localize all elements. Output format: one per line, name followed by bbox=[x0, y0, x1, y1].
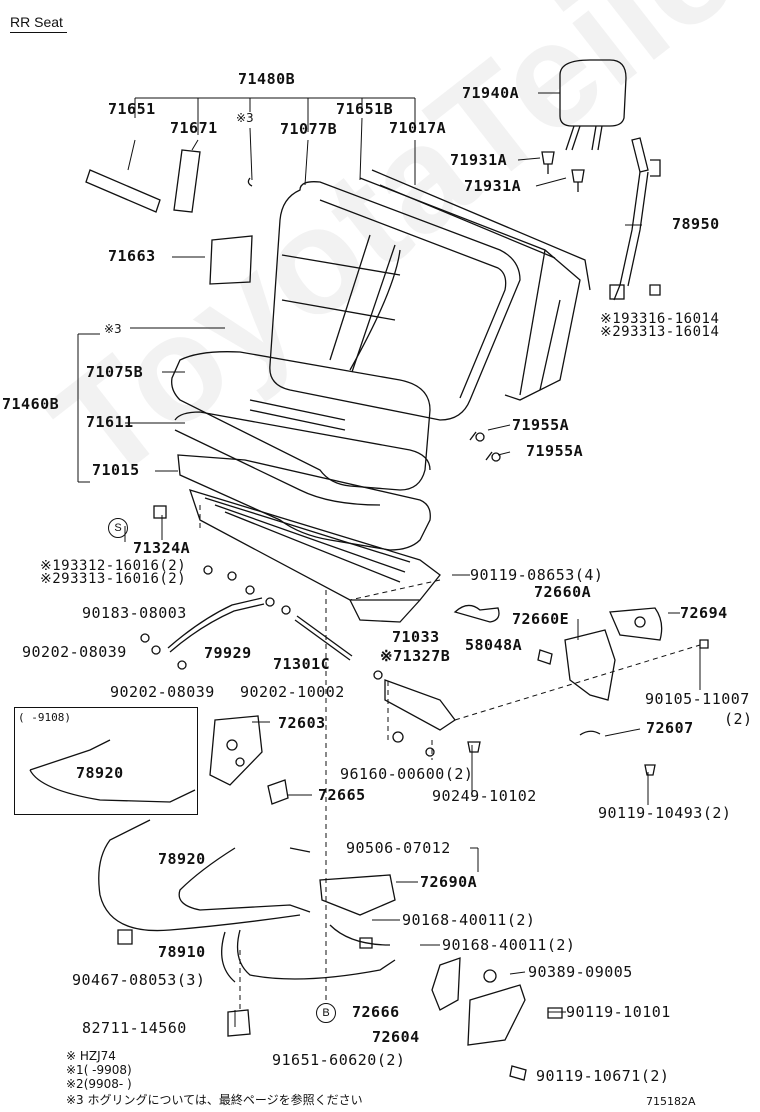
cables bbox=[29, 739, 396, 983]
part-label[interactable]: 71671 bbox=[170, 119, 218, 137]
footnote: ※2(9908- ) bbox=[66, 1077, 132, 1091]
circled-s-marker: S bbox=[108, 518, 128, 538]
part-label[interactable]: ※71327B bbox=[380, 647, 451, 665]
cover-72694 bbox=[609, 607, 663, 641]
inset-label: ( -9108) bbox=[18, 711, 71, 724]
part-label[interactable]: 72665 bbox=[318, 786, 366, 804]
part-label[interactable]: 90202-10002 bbox=[240, 683, 345, 701]
part-label[interactable]: ※193316-16014 bbox=[600, 311, 720, 327]
part-label[interactable]: 72607 bbox=[646, 719, 694, 737]
handle-72690A bbox=[319, 874, 396, 916]
strip-71651 bbox=[85, 169, 161, 213]
part-label[interactable]: 71460B bbox=[2, 395, 60, 413]
part-label[interactable]: 90168-40011(2) bbox=[402, 911, 536, 929]
part-label[interactable]: 72694 bbox=[680, 604, 728, 622]
part-label[interactable]: 71955A bbox=[526, 442, 584, 460]
part-label[interactable]: 90168-40011(2) bbox=[442, 936, 576, 954]
part-label[interactable]: 90183-08003 bbox=[82, 604, 187, 622]
part-label[interactable]: 71480B bbox=[238, 70, 296, 88]
part-label[interactable]: 71324A bbox=[133, 539, 191, 557]
part-label[interactable]: 71931A bbox=[464, 177, 522, 195]
footnote: ※3 ホグリングについては、最終ページを参照ください bbox=[66, 1093, 363, 1107]
part-label[interactable]: 90202-08039 bbox=[22, 643, 127, 661]
part-label[interactable]: 71931A bbox=[450, 151, 508, 169]
part-label[interactable]: 72660E bbox=[512, 610, 570, 628]
part-label[interactable]: ※193312-16016(2) bbox=[40, 558, 187, 574]
part-label[interactable]: 72604 bbox=[372, 1028, 420, 1046]
part-label[interactable]: 78920 bbox=[158, 850, 206, 868]
part-label[interactable]: 90119-10493(2) bbox=[598, 804, 732, 822]
part-label[interactable]: 71955A bbox=[512, 416, 570, 434]
part-label[interactable]: 90119-10671(2) bbox=[536, 1067, 670, 1085]
part-label[interactable]: 78920 bbox=[76, 764, 124, 782]
seat-back-frame bbox=[359, 169, 591, 401]
part-label[interactable]: 90202-08039 bbox=[110, 683, 215, 701]
part-label[interactable]: 71651 bbox=[108, 100, 156, 118]
page-title: RR Seat bbox=[10, 14, 67, 33]
part-label[interactable]: 91651-60620(2) bbox=[272, 1051, 406, 1069]
plate-72603 bbox=[209, 715, 263, 786]
part-label[interactable]: 71015 bbox=[92, 461, 140, 479]
part-label[interactable]: 58048A bbox=[465, 636, 523, 654]
part-label[interactable]: 71075B bbox=[86, 363, 144, 381]
part-label[interactable]: 71651B bbox=[336, 100, 394, 118]
part-label[interactable]: ※293313-16016(2) bbox=[40, 571, 187, 587]
headrest-shape bbox=[559, 59, 627, 151]
leader-lines bbox=[77, 92, 701, 1027]
circled-b-marker: B bbox=[316, 1003, 336, 1023]
bracket-71327B bbox=[384, 679, 456, 731]
part-label[interactable]: 71940A bbox=[462, 84, 520, 102]
pad-71663 bbox=[209, 235, 253, 285]
part-label[interactable]: 71033 bbox=[392, 628, 440, 646]
part-label[interactable]: 79929 bbox=[204, 644, 252, 662]
part-label[interactable]: 90105-11007 bbox=[645, 690, 750, 708]
small-parts bbox=[117, 431, 709, 1081]
part-label[interactable]: 72666 bbox=[352, 1003, 400, 1021]
part-label[interactable]: 78950 bbox=[672, 215, 720, 233]
footnote: ※ HZJ74 bbox=[66, 1049, 116, 1063]
part-label[interactable]: 71611 bbox=[86, 413, 134, 431]
part-label[interactable]: 82711-14560 bbox=[82, 1019, 187, 1037]
seat-back-shape bbox=[269, 181, 521, 421]
lock-72660A bbox=[564, 629, 616, 701]
part-label[interactable]: 72603 bbox=[278, 714, 326, 732]
part-label[interactable]: 72690A bbox=[420, 873, 478, 891]
plate-72604 bbox=[467, 984, 526, 1046]
part-label[interactable]: ※293313-16014 bbox=[600, 324, 720, 340]
footnote: ※1( -9908) bbox=[66, 1063, 132, 1077]
seat-cushion-shape bbox=[171, 351, 431, 551]
part-label[interactable]: 71077B bbox=[280, 120, 338, 138]
part-label[interactable]: 90389-09005 bbox=[528, 963, 633, 981]
inset-box bbox=[14, 707, 198, 815]
part-label[interactable]: 71663 bbox=[108, 247, 156, 265]
figure-id: 715182A bbox=[646, 1095, 696, 1108]
part-label[interactable]: (2) bbox=[724, 710, 753, 728]
strip-71671 bbox=[173, 149, 201, 213]
part-label[interactable]: 90119-10101 bbox=[566, 1003, 671, 1021]
part-label[interactable]: 71017A bbox=[389, 119, 447, 137]
part-label[interactable]: 90119-08653(4) bbox=[470, 566, 604, 584]
part-label[interactable]: 90506-07012 bbox=[346, 839, 451, 857]
part-label[interactable]: 71301C bbox=[273, 655, 331, 673]
part-label[interactable]: 90249-10102 bbox=[432, 787, 537, 805]
part-label[interactable]: 90467-08053(3) bbox=[72, 971, 206, 989]
seat-frame-shape bbox=[188, 489, 441, 623]
seat-belt-shape bbox=[609, 137, 661, 301]
note-marker: ※3 bbox=[236, 111, 254, 125]
note-marker: ※3 bbox=[104, 322, 122, 336]
part-label[interactable]: 78910 bbox=[158, 943, 206, 961]
part-label[interactable]: 96160-00600(2) bbox=[340, 765, 474, 783]
part-label[interactable]: 72660A bbox=[534, 583, 592, 601]
